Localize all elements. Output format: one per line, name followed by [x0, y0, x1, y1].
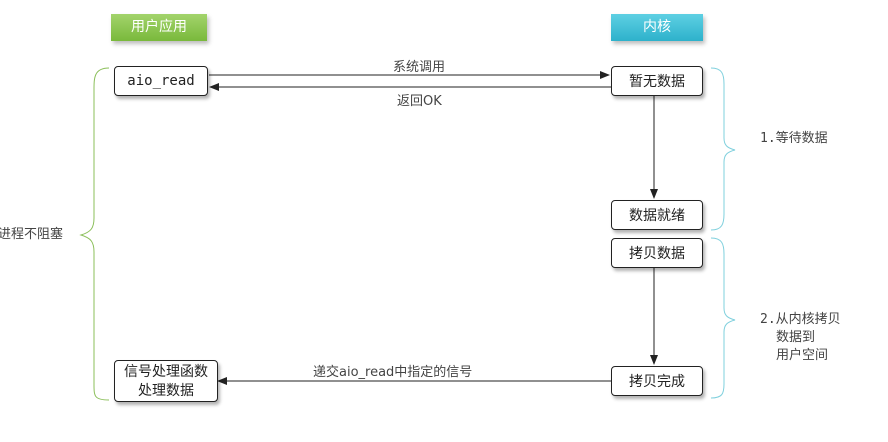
wait-data-number: 1. — [760, 131, 776, 146]
return-ok-label: 返回OK — [397, 94, 442, 109]
process-not-blocked-note: 进程不阻塞 — [0, 227, 64, 242]
copy-done-box: 拷贝完成 — [611, 366, 703, 396]
copy-to-user-number: 2. — [760, 312, 776, 327]
user-app-header: 用户应用 — [111, 14, 207, 41]
deliver-signal-label: 递交aio_read中指定的信号 — [313, 365, 473, 380]
no-data-box: 暂无数据 — [611, 66, 703, 96]
wait-brace — [710, 67, 736, 231]
copy-to-user-line1: 从内核拷贝 — [775, 312, 841, 327]
wait-data-note: 1.等待数据 — [760, 130, 828, 148]
copy-to-user-line3: 用户空间 — [776, 348, 829, 363]
copy-data-box: 拷贝数据 — [611, 238, 703, 268]
copy-to-user-note: 2.从内核拷贝 数据到 用户空间 — [760, 311, 841, 365]
signal-handler-box: 信号处理函数 处理数据 — [114, 360, 218, 402]
aio-read-box: aio_read — [114, 66, 208, 96]
copy-brace — [710, 237, 736, 399]
syscall-label: 系统调用 — [393, 60, 446, 75]
signal-handler-line2: 处理数据 — [138, 383, 194, 399]
signal-handler-line1: 信号处理函数 — [124, 364, 208, 380]
process-brace — [79, 67, 110, 401]
kernel-header: 内核 — [611, 14, 703, 41]
copy-to-user-line2: 数据到 — [776, 330, 816, 345]
data-ready-box: 数据就绪 — [611, 200, 703, 230]
wait-data-text: 等待数据 — [775, 131, 828, 146]
